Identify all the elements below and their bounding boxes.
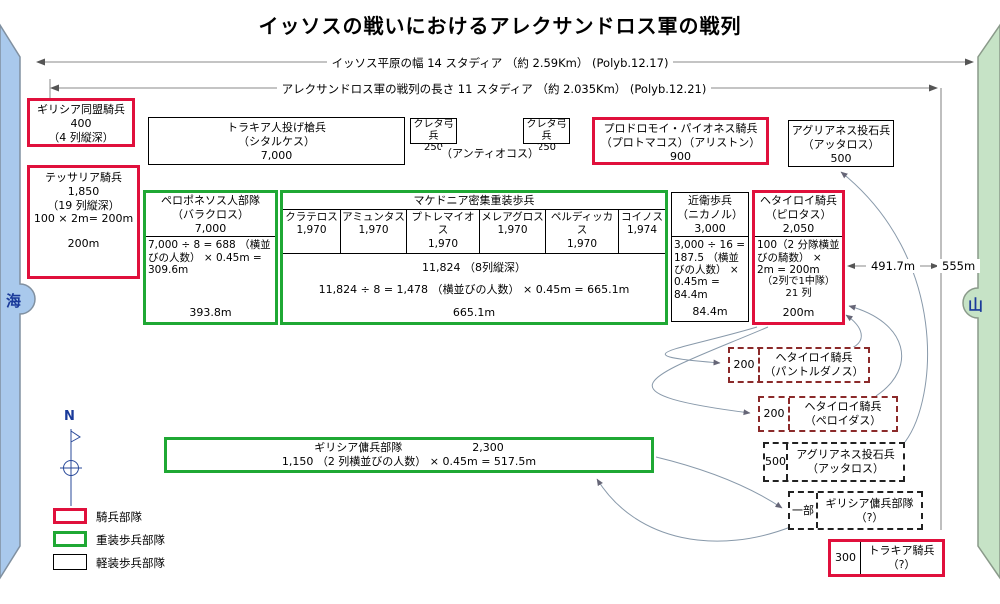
- compass-north-label: N: [64, 409, 75, 424]
- page-title: イッソスの戦いにおけるアレクサンドロス軍の戦列: [258, 14, 742, 38]
- agrianes-slingers-box: アグリアネス投石兵 （アッタロス） 500: [788, 120, 894, 167]
- sea-label: 海: [6, 292, 22, 310]
- phalanx-title: マケドニア密集重装歩兵: [283, 193, 665, 210]
- army-line-length-label: アレクサンドロス軍の戦列の長さ 11 スタディア （約 2.035Km） (Po…: [0, 81, 988, 97]
- thracian-cavalry-box: 300 トラキア騎兵 （?）: [828, 539, 945, 577]
- hetairoi-pantordanos-box: 200 ヘタイロイ騎兵 （パントルダノス）: [728, 347, 870, 383]
- cretan-commander-label: （アンティオコス）: [441, 147, 539, 160]
- prodromoi-paeonian-cavalry-box: プロドロモイ・パイオネス騎兵 （プロトマコス）（アリストン） 900: [592, 117, 769, 165]
- greek-mercenary-box: ギリシア傭兵部隊 2,300 1,150 （2 列横並びの人数） × 0.45m…: [164, 437, 654, 473]
- curve-pantordanos-to-hetairoi: [845, 314, 862, 351]
- legend-light-infantry-swatch: [53, 554, 87, 570]
- legend-heavy-infantry-label: 重装歩兵部隊: [96, 533, 165, 547]
- guards-infantry-box: 近衛歩兵 （ニカノル） 3,000 3,000 ÷ 16 = 187.5 （横並…: [671, 192, 749, 322]
- legend-cavalry-swatch: [53, 508, 87, 524]
- hetairoi-peroidas-box: 200 ヘタイロイ騎兵 （ペロイダス）: [758, 396, 898, 432]
- gap-491-label: 491.7m: [846, 259, 940, 273]
- plain-width-label: イッソス平原の幅 14 スタディア （約 2.59Km） (Polyb.12.1…: [0, 55, 1000, 71]
- mercenary-detachment-box: 一部 ギリシア傭兵部隊 （?）: [788, 491, 923, 530]
- gap-555-label: 555m: [937, 259, 981, 273]
- legend-light-infantry-label: 軽装歩兵部隊: [96, 556, 165, 570]
- legend-cavalry-label: 騎兵部隊: [96, 510, 142, 524]
- peloponnesian-box: ペロポネソス人部隊 （バラクロス） 7,000 7,000 ÷ 8 = 688 …: [143, 190, 278, 325]
- curve-detach-to-mercenary: [596, 478, 794, 542]
- mountain-label: 山: [968, 296, 984, 314]
- legend-heavy-infantry-swatch: [53, 531, 87, 547]
- hetairoi-cavalry-box: ヘタイロイ騎兵 （ピロタス） 2,050 100（2 分隊横並びの騎数） × 2…: [752, 190, 845, 325]
- cretan-archers-left-box: クレタ弓兵 250: [410, 118, 457, 153]
- cretan-archers-right-box: クレタ弓兵 250: [523, 118, 570, 153]
- compass: [60, 429, 82, 506]
- thracian-javelin-box: トラキア人投げ槍兵 （シタルケス） 7,000: [148, 117, 405, 165]
- greek-allied-cavalry-box: ギリシア同盟騎兵 400 （4 列縦深）: [27, 98, 135, 147]
- agrianes-detachment-box: 500 アグリアネス投石兵 （アッタロス）: [763, 442, 905, 482]
- thessalian-cavalry-box: テッサリア騎兵 1,850 （19 列縦深） 100 × 2m= 200m 20…: [27, 165, 140, 279]
